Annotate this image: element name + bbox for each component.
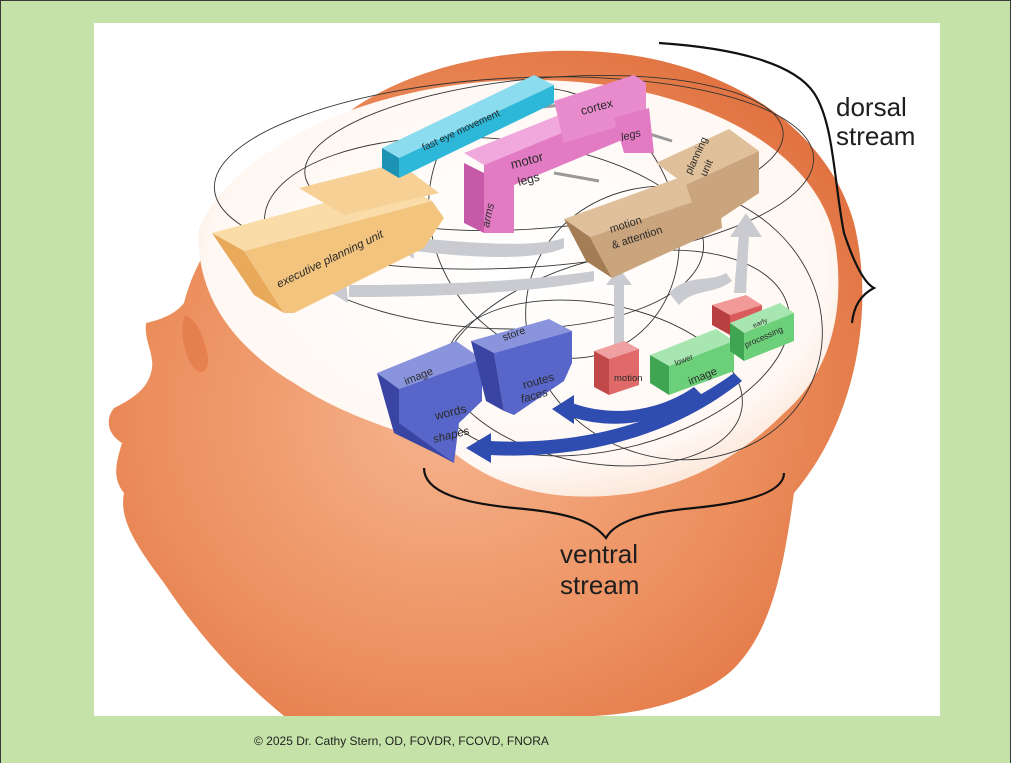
copyright-footer: © 2025 Dr. Cathy Stern, OD, FOVDR, FCOVD… — [1, 734, 1011, 748]
ventral-label-line1: ventral — [560, 539, 638, 569]
dorsal-label-line2: stream — [836, 121, 915, 151]
illustration-panel: executive planning unit fast eye movemen… — [94, 23, 940, 716]
dorsal-label-line1: dorsal — [836, 92, 907, 122]
ventral-label-line2: stream — [560, 570, 639, 600]
motion-box-label: motion — [614, 373, 643, 384]
brain-diagram: executive planning unit fast eye movemen… — [94, 23, 940, 716]
